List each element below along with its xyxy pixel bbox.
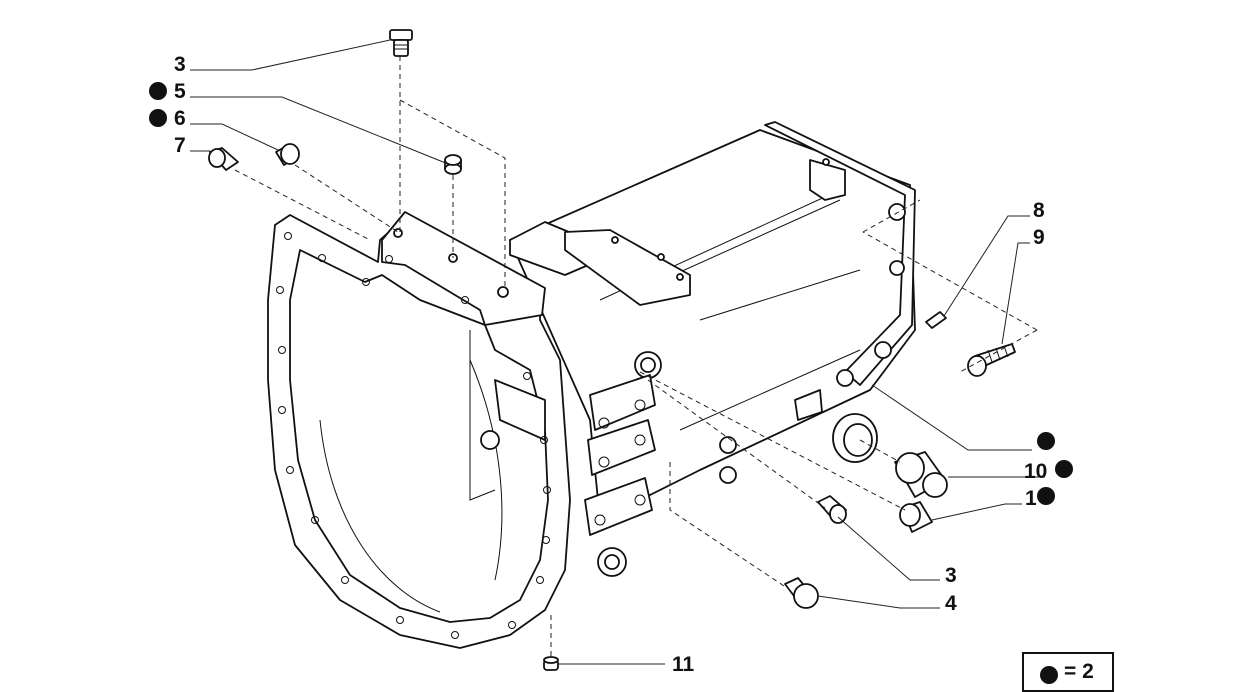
legend-marker-dot — [1040, 666, 1058, 684]
svg-text:1: 1 — [1025, 487, 1037, 510]
marker-dot — [1037, 487, 1055, 505]
assembly-lines — [234, 56, 1038, 660]
bolt-9 — [967, 343, 1016, 377]
callout-4: 4 — [945, 592, 957, 615]
leader-lines — [190, 39, 1045, 665]
callout-7: 7 — [174, 134, 186, 157]
svg-text:9: 9 — [1033, 226, 1045, 249]
seal-1 — [899, 501, 933, 533]
plug-7 — [208, 147, 239, 171]
plug-5 — [444, 154, 462, 175]
svg-text:8: 8 — [1033, 199, 1045, 222]
callout-8: 8 — [1033, 199, 1045, 222]
svg-text:3: 3 — [945, 564, 957, 587]
callout-3-lower: 3 — [945, 564, 957, 587]
callout-1: 1 — [1025, 487, 1055, 510]
callout-11: 11 — [672, 653, 695, 676]
legend-box: = 2 — [1022, 652, 1114, 692]
callout-10: 10 — [1024, 460, 1073, 483]
plug-6 — [275, 143, 300, 166]
svg-text:4: 4 — [945, 592, 957, 615]
marker-dot — [149, 82, 167, 100]
transmission-housing — [267, 121, 916, 649]
bolt-top — [389, 29, 413, 57]
callout-dot-only — [1037, 432, 1055, 450]
dowel-pin-8 — [925, 311, 947, 329]
marker-dot — [1037, 432, 1055, 450]
marker-dot — [149, 109, 167, 127]
svg-text:7: 7 — [174, 134, 186, 157]
bolt-3-lower — [817, 495, 847, 524]
callout-9: 9 — [1033, 226, 1045, 249]
flange-bolt-holes — [276, 232, 551, 639]
svg-text:10: 10 — [1024, 460, 1047, 483]
svg-text:5: 5 — [174, 80, 186, 103]
legend-text: = 2 — [1064, 660, 1094, 683]
marker-dot — [1055, 460, 1073, 478]
svg-text:11: 11 — [672, 653, 695, 676]
drain-plug-11 — [543, 656, 559, 671]
bolt-4 — [784, 577, 819, 609]
seal-10 — [894, 451, 948, 498]
svg-text:3: 3 — [174, 53, 186, 76]
callout-5: 5 — [149, 80, 186, 103]
svg-text:6: 6 — [174, 107, 186, 130]
callout-3-top: 3 — [174, 53, 186, 76]
callout-6: 6 — [149, 107, 186, 130]
